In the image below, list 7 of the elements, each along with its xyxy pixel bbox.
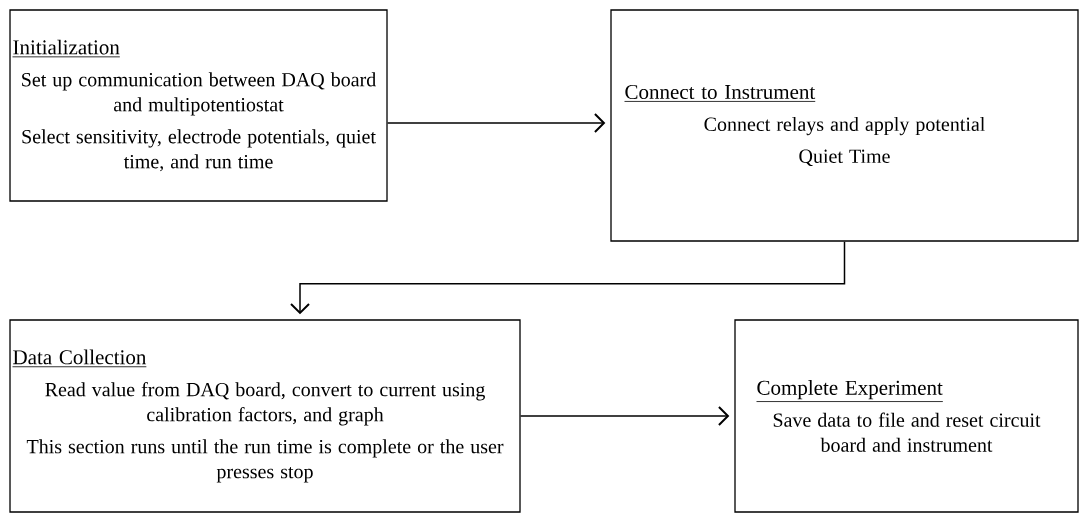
process-box: Data Collection Read value from DAQ board, convert to current using calibration factors, and graph This section runs until the run time is complete or the user presses stop (9, 319, 521, 513)
arrow (290, 240, 846, 315)
arrow (519, 406, 730, 426)
process-box: Initialization Set up communication between DAQ board and multipotentiostat Select sensitivity, electrode potentials, quiet time, and run time (9, 9, 388, 202)
process-box: Complete Experiment Save data to file and reset circuit board and instrument (734, 319, 1079, 513)
arrow (386, 113, 606, 133)
process-box: Connect to Instrument Connect relays and apply potential Quiet Time (610, 9, 1079, 242)
